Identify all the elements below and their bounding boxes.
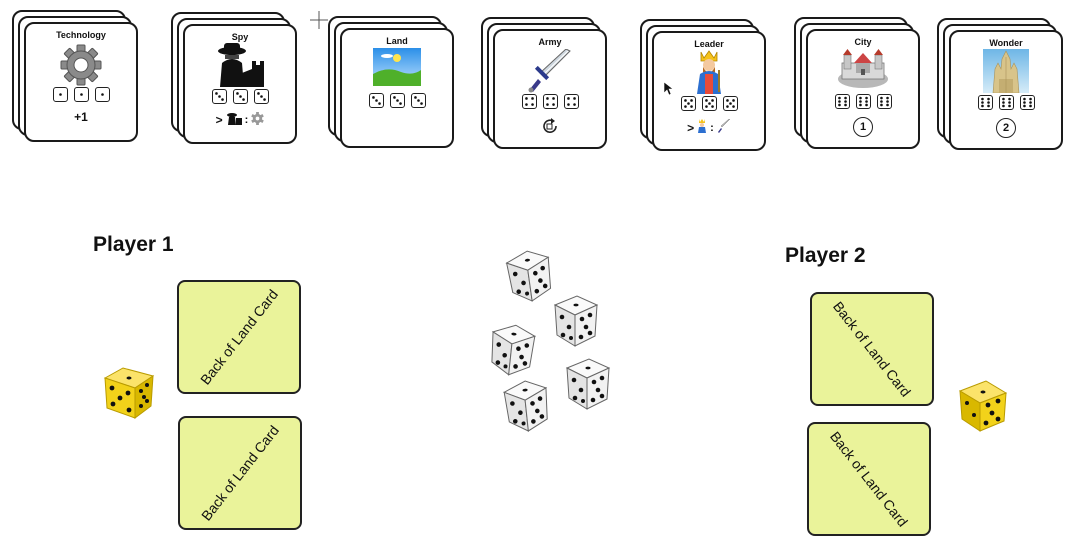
die-face-icon xyxy=(253,89,269,104)
card-back-label: Back of Land Card xyxy=(197,422,283,524)
card-back-label: Back of Land Card xyxy=(826,428,912,530)
gear-icon xyxy=(251,112,265,128)
die-face-icon xyxy=(701,96,717,111)
spy-icon xyxy=(226,112,242,128)
laurel-badge: 1 xyxy=(853,117,873,137)
greater-than-symbol: > xyxy=(687,120,695,135)
card-bonus: 2 xyxy=(951,118,1061,138)
die-face-icon xyxy=(542,94,558,109)
greater-than-symbol: > xyxy=(215,113,223,127)
pool-die-icon[interactable] xyxy=(563,356,613,417)
player-2-die-icon[interactable] xyxy=(958,377,1010,438)
crosshair-cursor-icon xyxy=(310,11,328,34)
die-face-icon xyxy=(977,95,993,110)
player-2-land-card[interactable]: Back of Land Card xyxy=(810,292,934,406)
pool-die-icon[interactable] xyxy=(484,320,540,386)
leader-card[interactable]: Leader > : xyxy=(652,31,766,151)
king-icon xyxy=(692,50,726,99)
card-title: Spy xyxy=(231,32,249,42)
card-title: Land xyxy=(386,36,408,46)
die-face-icon xyxy=(834,94,850,109)
die-face-icon xyxy=(389,93,405,108)
pool-die-icon[interactable] xyxy=(551,293,601,354)
card-stack-technology[interactable]: Technology xyxy=(12,10,138,142)
card-stack-spy[interactable]: Spy > : xyxy=(171,12,297,144)
card-rule: > : xyxy=(654,118,764,136)
player-1-land-card[interactable]: Back of Land Card xyxy=(178,416,302,530)
dice-row xyxy=(185,89,295,104)
die-face-icon xyxy=(680,96,696,111)
player-1-land-card[interactable]: Back of Land Card xyxy=(177,280,301,394)
card-title: Leader xyxy=(694,39,724,49)
card-stack-city[interactable]: City 1 xyxy=(794,17,920,149)
card-stack-wonder[interactable]: Wonder 2 xyxy=(937,18,1063,150)
die-face-icon xyxy=(855,94,871,109)
die-face-icon xyxy=(232,89,248,104)
arrow-cursor-icon xyxy=(663,81,674,101)
player-1-die-icon[interactable] xyxy=(103,366,155,425)
cathedral-icon xyxy=(983,49,1029,98)
bonus-text: +1 xyxy=(74,110,88,124)
dice-row xyxy=(26,87,136,102)
die-face-icon xyxy=(94,87,110,102)
card-title: Wonder xyxy=(989,38,1023,48)
dice-row xyxy=(654,96,764,111)
colon-symbol: : xyxy=(710,121,714,134)
card-stack-leader[interactable]: Leader > : xyxy=(640,19,766,151)
die-face-icon xyxy=(521,94,537,109)
sword-icon xyxy=(717,118,731,136)
wonder-card[interactable]: Wonder 2 xyxy=(949,30,1063,150)
city-card[interactable]: City 1 xyxy=(806,29,920,149)
die-face-icon xyxy=(563,94,579,109)
card-title: Army xyxy=(538,37,562,47)
die-face-icon xyxy=(1019,95,1035,110)
card-back-label: Back of Land Card xyxy=(196,286,282,388)
pool-die-icon[interactable] xyxy=(499,376,555,442)
dice-row xyxy=(808,94,918,109)
die-face-icon xyxy=(368,93,384,108)
pool-die-icon[interactable] xyxy=(501,245,559,312)
army-card[interactable]: Army xyxy=(493,29,607,149)
player-2-land-card[interactable]: Back of Land Card xyxy=(807,422,931,536)
sword-icon xyxy=(526,48,574,98)
card-stack-land[interactable]: Land xyxy=(328,16,454,148)
card-title: City xyxy=(854,37,872,47)
die-face-icon xyxy=(211,89,227,104)
card-stack-army[interactable]: Army xyxy=(481,17,607,149)
card-back-label: Back of Land Card xyxy=(829,298,915,400)
die-face-icon xyxy=(876,94,892,109)
spy-icon xyxy=(212,43,268,92)
king-icon xyxy=(697,119,707,136)
player-1-label: Player 1 xyxy=(93,233,174,256)
die-face-icon xyxy=(73,87,89,102)
card-rule: > : xyxy=(185,112,295,128)
landscape-icon xyxy=(373,48,421,91)
land-card[interactable]: Land xyxy=(340,28,454,148)
card-bonus: 1 xyxy=(808,117,918,137)
colon-symbol: : xyxy=(244,114,249,126)
technology-card[interactable]: Technology xyxy=(24,22,138,142)
gear-icon xyxy=(60,44,102,91)
dice-row xyxy=(951,95,1061,110)
spy-card[interactable]: Spy > : xyxy=(183,24,297,144)
dice-row xyxy=(342,93,452,108)
player-2-label: Player 2 xyxy=(785,244,866,267)
reroll-icon xyxy=(495,117,605,135)
die-face-icon xyxy=(722,96,738,111)
laurel-badge: 2 xyxy=(996,118,1016,138)
card-title: Technology xyxy=(56,30,106,40)
die-face-icon xyxy=(52,87,68,102)
card-bonus: +1 xyxy=(26,110,136,124)
die-face-icon xyxy=(998,95,1014,110)
die-face-icon xyxy=(410,93,426,108)
dice-row xyxy=(495,94,605,109)
castle-icon xyxy=(836,47,890,94)
